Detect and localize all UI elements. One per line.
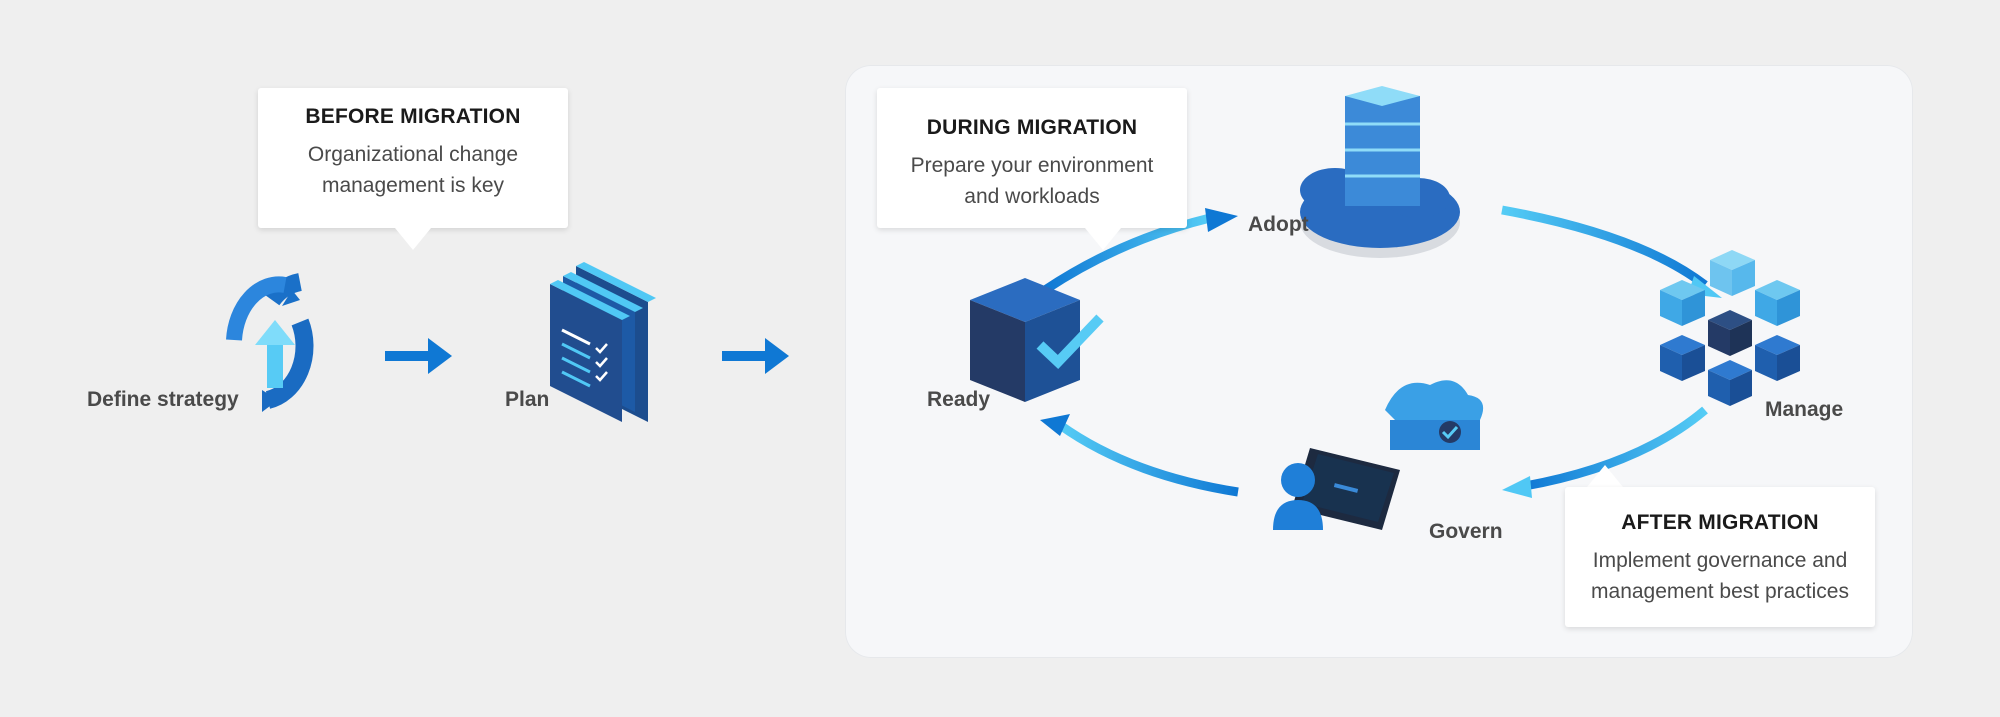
during-callout-pointer (1085, 228, 1121, 250)
adopt-cloud-server-icon (1300, 86, 1460, 258)
govern-label: Govern (1429, 520, 1503, 543)
during-migration-description: Prepare your environment and workloads (910, 154, 1154, 208)
define-strategy-icon (226, 273, 314, 412)
arrow-to-cycle (722, 338, 789, 374)
ready-cube-icon (970, 278, 1104, 402)
adopt-label: Adopt (1248, 213, 1309, 236)
arrow-to-plan (385, 338, 452, 374)
cycle-arrows (1040, 205, 1722, 498)
define-strategy-label: Define strategy (87, 388, 239, 411)
after-migration-description: Implement governance and management best… (1591, 549, 1849, 603)
govern-person-tablet-icon (1273, 380, 1484, 530)
during-migration-callout: DURING MIGRATION Prepare your environmen… (877, 88, 1187, 228)
after-callout-pointer (1587, 465, 1623, 487)
plan-document-icon (550, 262, 656, 422)
before-migration-description: Organizational change management is key (307, 143, 519, 197)
manage-label: Manage (1765, 398, 1844, 421)
ready-label: Ready (927, 388, 991, 411)
manage-cube-network-icon (1660, 250, 1800, 406)
before-callout-pointer (395, 228, 431, 250)
before-migration-callout: BEFORE MIGRATION Organizational change m… (258, 88, 568, 228)
after-migration-title: AFTER MIGRATION (1621, 511, 1819, 534)
plan-label: Plan (505, 388, 550, 411)
after-migration-callout: AFTER MIGRATION Implement governance and… (1565, 487, 1875, 627)
during-migration-title: DURING MIGRATION (926, 116, 1138, 139)
before-migration-title: BEFORE MIGRATION (305, 105, 521, 128)
